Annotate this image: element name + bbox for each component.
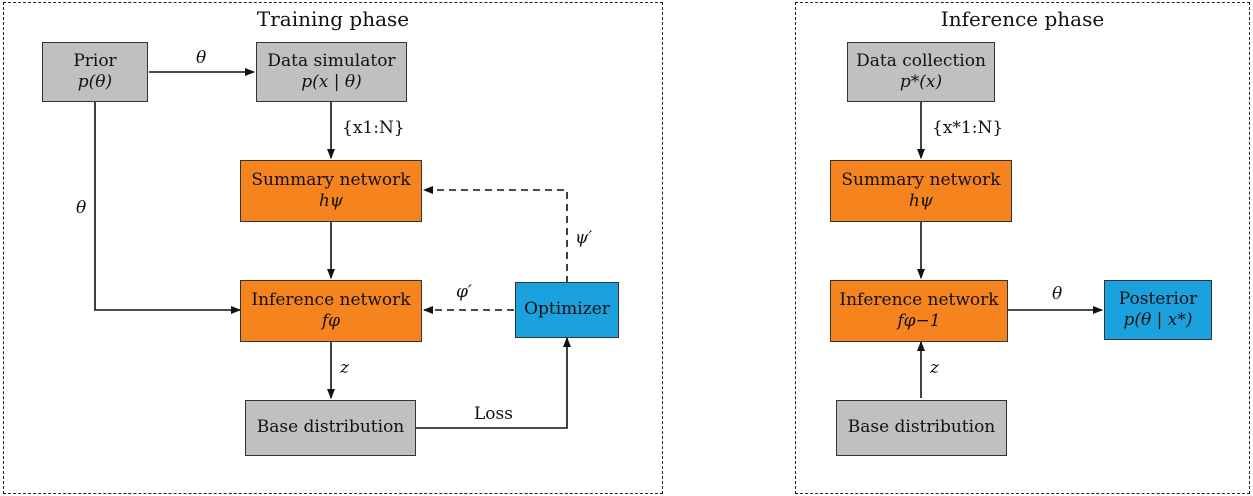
label-z-inf: z	[930, 358, 939, 378]
summary-network-formula: hψ	[318, 191, 344, 211]
edge-optimizer-to-summary-dashed	[423, 186, 568, 283]
inference-network-formula: fφ	[321, 311, 341, 331]
training-phase-panel: Training phase	[3, 2, 663, 494]
base-distribution-label: Base distribution	[256, 417, 405, 438]
summary-network-inf-formula: hψ	[908, 191, 934, 211]
data-collection-formula: p*(x)	[899, 72, 943, 92]
data-collection-node: Data collection p*(x)	[847, 42, 995, 102]
label-psi-prime: ψ′	[575, 228, 593, 248]
label-phi-prime: φ′	[456, 282, 472, 302]
inference-network-inf-label: Inference network	[839, 289, 999, 310]
label-x-set: {x1:N}	[342, 118, 405, 138]
inference-phase-panel: Inference phase	[795, 2, 1250, 494]
summary-network-inf-label: Summary network	[841, 169, 1001, 190]
data-collection-label: Data collection	[856, 50, 986, 71]
summary-network-inf-node: Summary network hψ	[830, 160, 1012, 222]
data-simulator-label: Data simulator	[267, 50, 396, 71]
label-theta-left: θ	[76, 198, 87, 218]
summary-network-node: Summary network hψ	[240, 160, 422, 222]
edge-prior-to-inference	[94, 102, 241, 314]
optimizer-label: Optimizer	[524, 299, 610, 320]
inference-network-node: Inference network fφ	[240, 280, 422, 342]
training-phase-title: Training phase	[256, 7, 410, 31]
posterior-node: Posterior p(θ | x*)	[1104, 280, 1212, 340]
prior-label: Prior	[73, 50, 117, 71]
optimizer-node: Optimizer	[515, 282, 619, 338]
inference-network-label: Inference network	[251, 289, 411, 310]
inference-phase-title: Inference phase	[940, 7, 1105, 31]
base-distribution-node: Base distribution	[245, 400, 416, 456]
posterior-formula: p(θ | x*)	[1123, 310, 1193, 330]
data-simulator-node: Data simulator p(x | θ)	[256, 42, 407, 102]
inference-network-inf-node: Inference network fφ−1	[830, 280, 1008, 342]
label-x-star-set: {x*1:N}	[932, 118, 1004, 138]
base-distribution-inf-label: Base distribution	[847, 417, 996, 438]
label-theta-inf: θ	[1052, 284, 1063, 304]
label-theta-top: θ	[196, 48, 207, 68]
label-z-training: z	[340, 358, 349, 378]
prior-formula: p(θ)	[77, 72, 113, 92]
posterior-label: Posterior	[1118, 288, 1198, 309]
inference-network-inf-formula: fφ−1	[897, 311, 941, 331]
prior-node: Prior p(θ)	[42, 42, 148, 102]
label-loss: Loss	[474, 404, 513, 424]
edge-base-to-optimizer	[416, 337, 571, 429]
summary-network-label: Summary network	[251, 169, 411, 190]
data-simulator-formula: p(x | θ)	[301, 72, 362, 92]
base-distribution-inf-node: Base distribution	[836, 400, 1007, 456]
